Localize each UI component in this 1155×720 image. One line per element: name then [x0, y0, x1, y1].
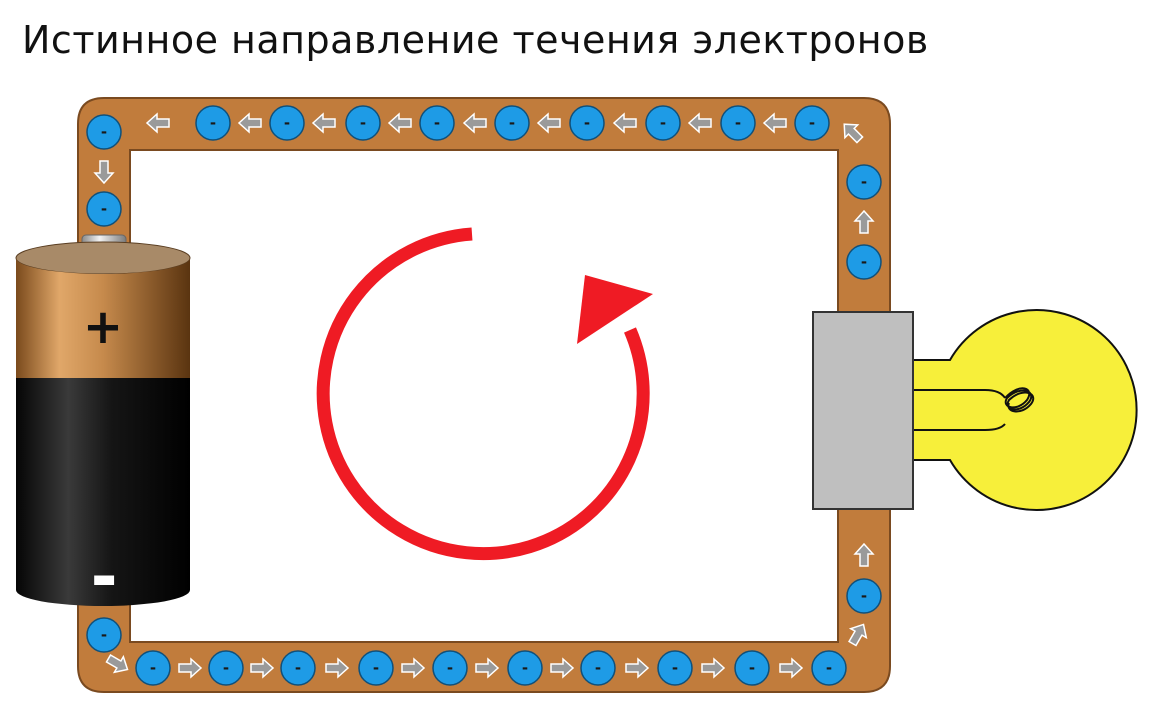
electron: - [86, 191, 122, 227]
flow-arrow-icon [311, 112, 336, 134]
electron: - [494, 105, 530, 141]
electron: - [846, 578, 882, 614]
electron-label: - [861, 253, 867, 271]
flow-arrow-icon [687, 112, 712, 134]
electron: - [645, 105, 681, 141]
flow-arrow-icon [325, 657, 350, 679]
electron-label: - [101, 200, 107, 218]
electron-label: - [360, 114, 366, 132]
electron: - [195, 105, 231, 141]
electron-label: - [735, 114, 741, 132]
flow-arrow-icon [612, 112, 637, 134]
light-bulb-icon [812, 309, 1138, 511]
flow-arrow-icon [848, 623, 868, 647]
flow-arrow-icon [625, 657, 650, 679]
electron: - [419, 105, 455, 141]
electron: - [135, 650, 171, 686]
flow-arrow-icon [475, 657, 500, 679]
electron-label: - [150, 659, 156, 677]
flow-arrow-icon [401, 657, 426, 679]
flow-arrow-icon [237, 112, 262, 134]
electron-label: - [434, 114, 440, 132]
flow-arrow-icon [178, 657, 203, 679]
flow-arrow-icon [250, 657, 275, 679]
diagram-title: Истинное направление течения электронов [22, 18, 929, 62]
flow-arrows [93, 112, 875, 679]
flow-arrow-icon [853, 209, 875, 234]
flow-arrow-icon [779, 657, 804, 679]
flow-arrow-icon [145, 112, 170, 134]
electron: - [345, 105, 381, 141]
battery-negative-sign: ▬ [92, 564, 117, 594]
circular-arrow-icon [316, 227, 653, 561]
flow-arrow-icon [853, 542, 875, 567]
electron-label: - [210, 114, 216, 132]
electron: - [86, 114, 122, 150]
flow-arrow-icon [387, 112, 412, 134]
electron: - [569, 105, 605, 141]
flow-arrow-icon [93, 160, 115, 185]
electron-label: - [809, 114, 815, 132]
electron-label: - [584, 114, 590, 132]
electron: - [507, 650, 543, 686]
flow-arrow-icon [762, 112, 787, 134]
electron-label: - [373, 659, 379, 677]
electron-label: - [284, 114, 290, 132]
electron: - [580, 650, 616, 686]
electron: - [86, 617, 122, 653]
electron-label: - [522, 659, 528, 677]
electron: - [269, 105, 305, 141]
flow-arrow-icon [536, 112, 561, 134]
battery-icon: + ▬ [15, 234, 191, 606]
electron-label: - [861, 587, 867, 605]
electron-label: - [660, 114, 666, 132]
electron: - [432, 650, 468, 686]
wire-loop [77, 97, 891, 693]
battery-positive-sign: + [83, 299, 123, 355]
electron-label: - [101, 626, 107, 644]
flow-arrow-icon [701, 657, 726, 679]
electron: - [846, 164, 882, 200]
electron: - [846, 244, 882, 280]
electron-label: - [672, 659, 678, 677]
electron-label: - [509, 114, 515, 132]
electron: - [794, 105, 830, 141]
flow-arrow-icon [550, 657, 575, 679]
electron: - [358, 650, 394, 686]
electron: - [720, 105, 756, 141]
flow-arrow-icon [462, 112, 487, 134]
electron-label: - [749, 659, 755, 677]
electron: - [734, 650, 770, 686]
electron-label: - [595, 659, 601, 677]
electron: - [208, 650, 244, 686]
electron-label: - [223, 659, 229, 677]
electron-label: - [861, 173, 867, 191]
electron-label: - [101, 123, 107, 141]
electron-label: - [447, 659, 453, 677]
electron-label: - [826, 659, 832, 677]
electrons: - - - - - - - - - - - - - - - - - - - - - - - - - [86, 105, 882, 686]
electron: - [280, 650, 316, 686]
electron: - [811, 650, 847, 686]
flow-arrow-icon [843, 123, 864, 144]
electron: - [657, 650, 693, 686]
electron-label: - [295, 659, 301, 677]
flow-arrow-icon [105, 654, 129, 674]
